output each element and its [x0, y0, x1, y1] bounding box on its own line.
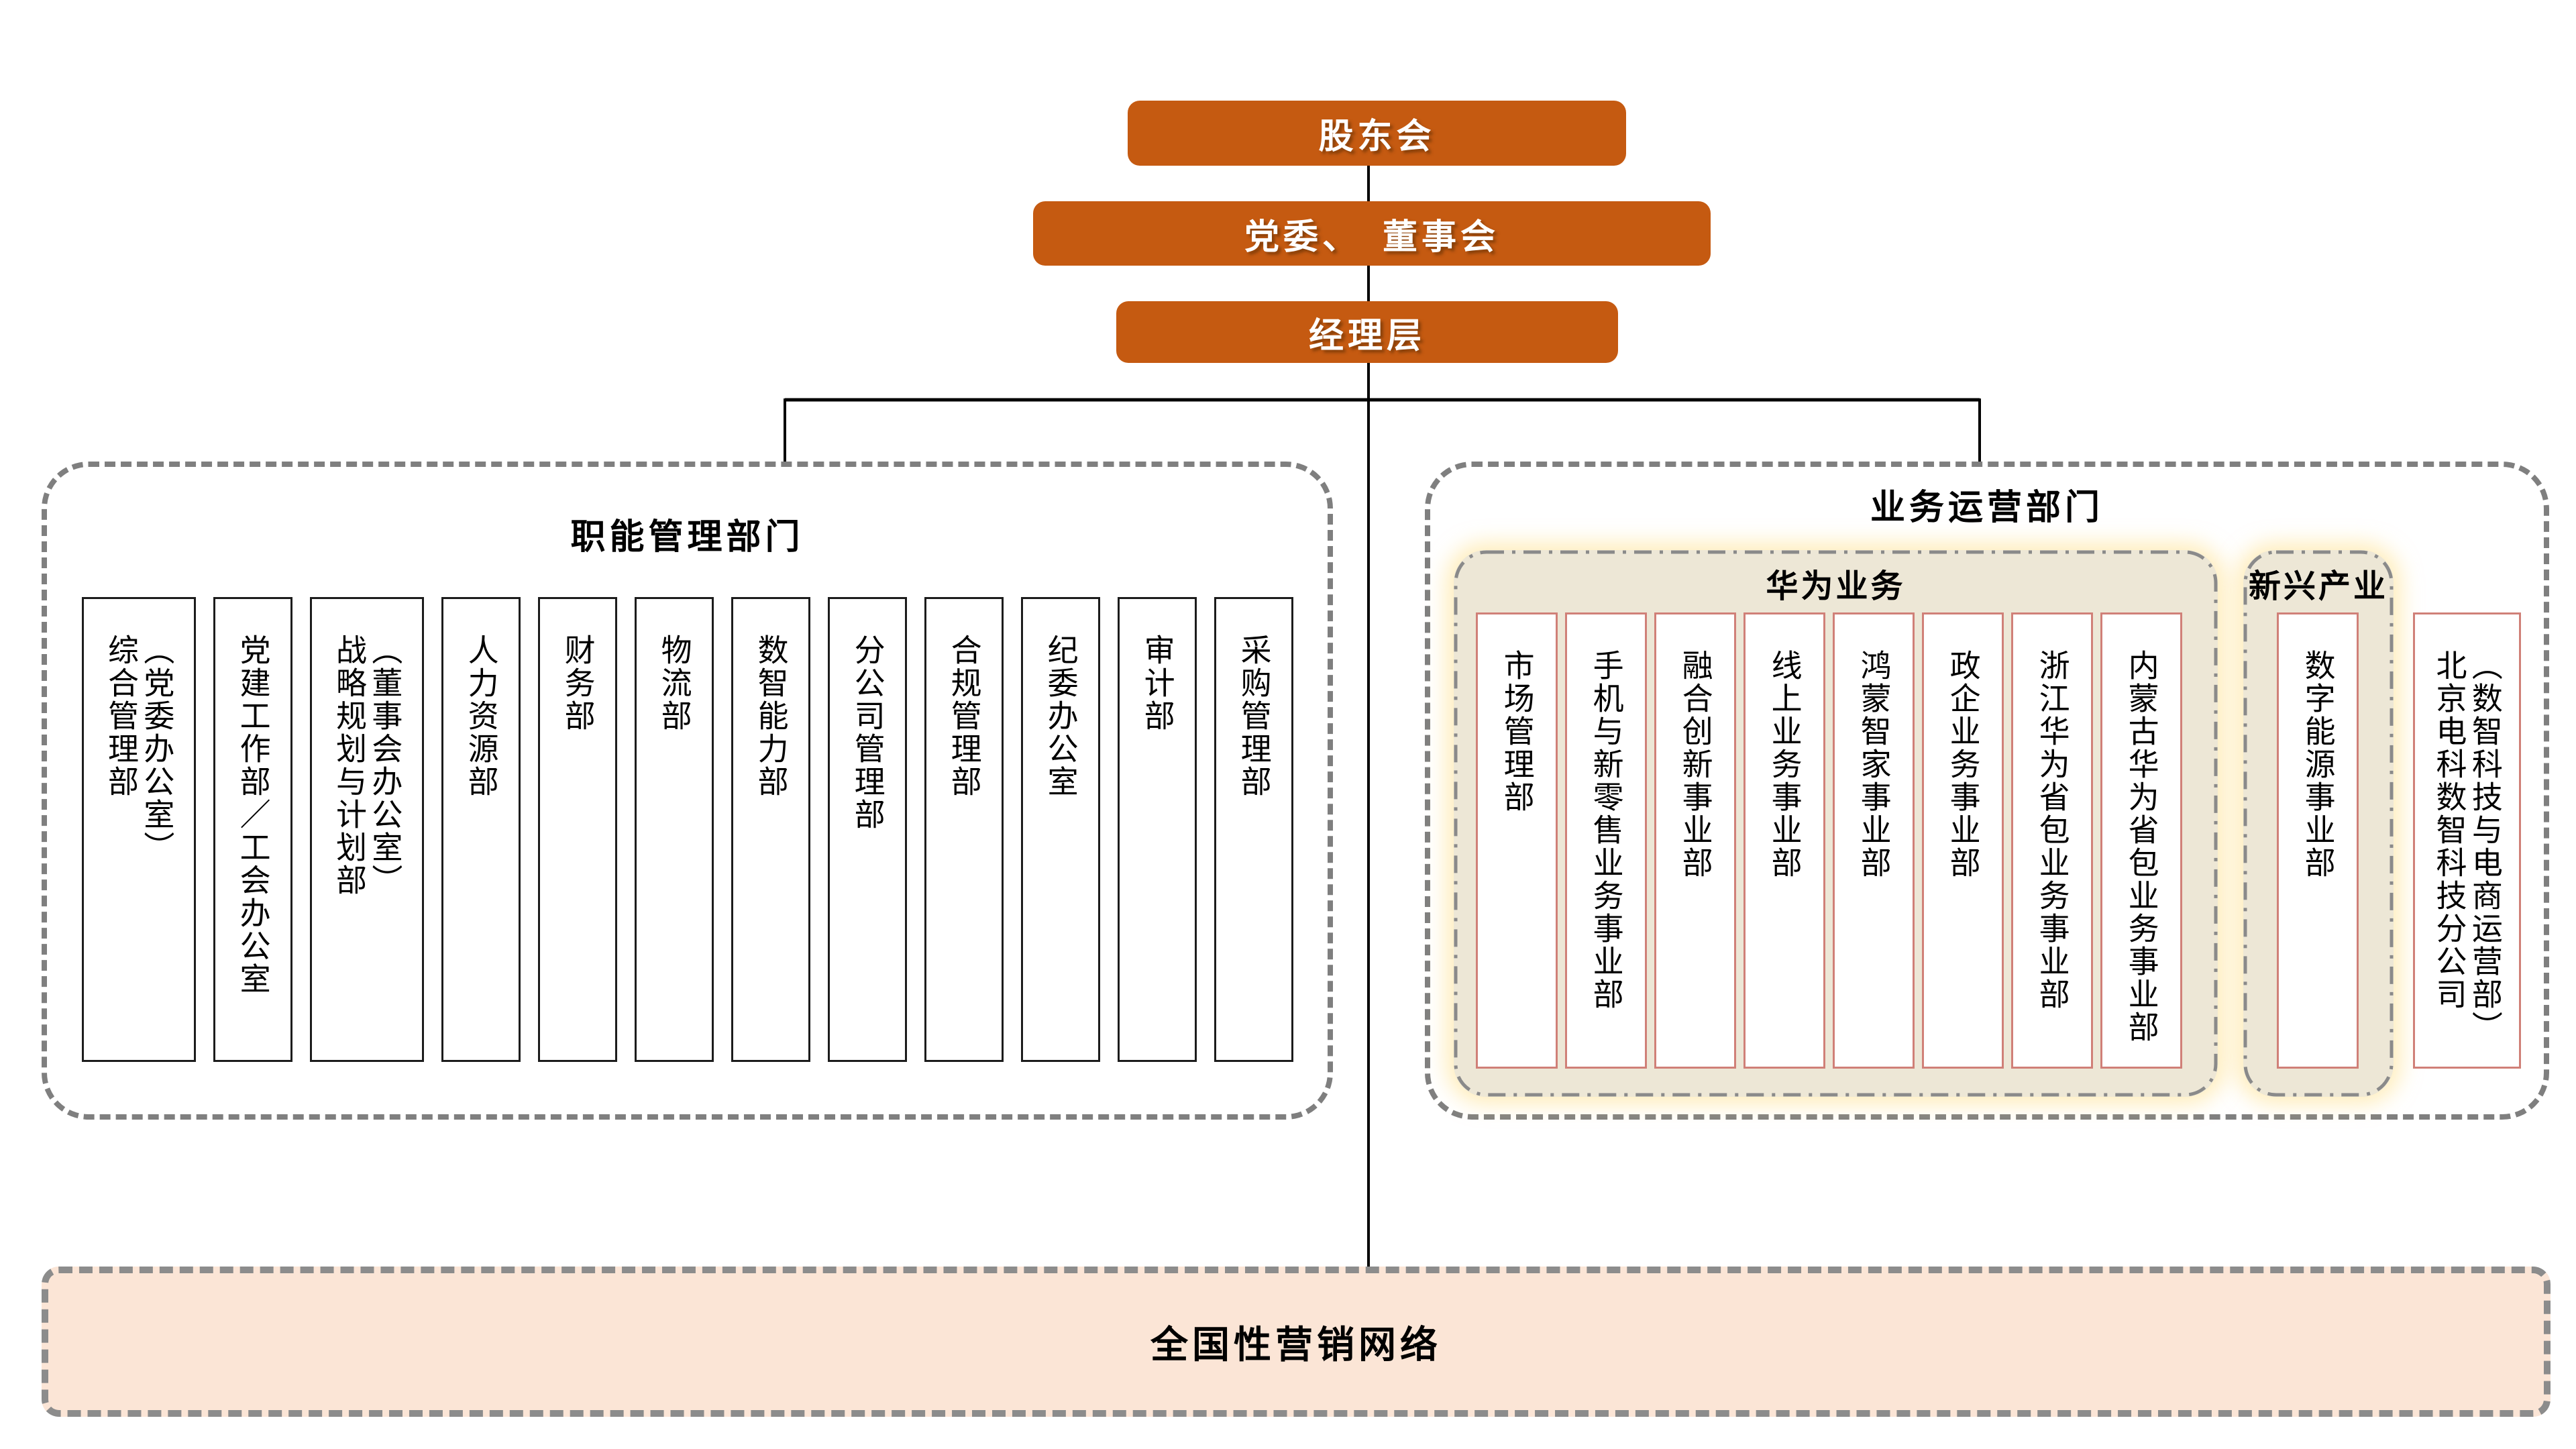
national-marketing-network-label: 全国性营销网络 [1150, 1323, 1442, 1366]
department-label: 鸿蒙智家事业部 [1856, 649, 1892, 879]
huawei-business-title: 华为业务 [1766, 569, 1906, 604]
department-box: 浙江华为省包业务事业部 [2011, 612, 2093, 1069]
department-label: 手机与新零售业务事业部 [1589, 649, 1624, 1011]
department-box: 战略规划与计划部 （董事会办公室） [310, 597, 424, 1062]
department-label: 战略规划与计划部 （董事会办公室） [332, 634, 403, 897]
department-box: 审计部 [1118, 597, 1197, 1062]
department-label: 线上业务事业部 [1767, 649, 1803, 879]
department-box: 数智能力部 [731, 597, 810, 1062]
department-box: 合规管理部 [924, 597, 1004, 1062]
department-box: 融合创新事业部 [1654, 612, 1736, 1069]
party-committee-board-label: 党委、 董事会 [1244, 217, 1499, 257]
department-label: 分公司管理部 [850, 634, 885, 831]
management-level-box: 经理层 [1116, 301, 1618, 363]
functional-management-title: 职能管理部门 [570, 518, 804, 557]
department-label: 财务部 [560, 634, 596, 733]
emerging-department-row: 数字能源事业部 [2277, 612, 2359, 1069]
functional-department-row: 综合管理部 （党委办公室） 党建工作部／工会办公室 战略规划与计划部 （董事会办… [82, 597, 1293, 1062]
department-box: 物流部 [635, 597, 714, 1062]
shareholders-meeting-label: 股东会 [1318, 117, 1436, 156]
department-box: 政企业务事业部 [1922, 612, 2004, 1069]
department-box: 分公司管理部 [828, 597, 907, 1062]
department-label: 内蒙古华为省包业务事业部 [2124, 649, 2159, 1044]
business-operations-title: 业务运营部门 [1870, 488, 2104, 527]
branch-company-box: 北京电科数智科技分公司 （数智科技与电商运营部） [2413, 612, 2521, 1069]
management-level-label: 经理层 [1308, 316, 1426, 356]
department-box: 内蒙古华为省包业务事业部 [2100, 612, 2182, 1069]
department-label: 人力资源部 [464, 634, 499, 798]
department-box: 市场管理部 [1476, 612, 1558, 1069]
department-label: 物流部 [657, 634, 692, 733]
functional-management-panel: 职能管理部门 综合管理部 （党委办公室） 党建工作部／工会办公室 战略规划与计划… [42, 462, 1333, 1120]
branch-company-label: 北京电科数智科技分公司 （数智科技与电商运营部） [2432, 649, 2503, 1044]
department-label: 融合创新事业部 [1678, 649, 1713, 879]
business-operations-panel: 业务运营部门 华为业务 市场管理部 手机与新零售业务事业部 [1425, 462, 2549, 1120]
huawei-department-row: 市场管理部 手机与新零售业务事业部 融合创新事业部 线上业务事业部 [1476, 612, 2182, 1069]
shareholders-meeting-box: 股东会 [1128, 101, 1626, 166]
department-box: 线上业务事业部 [1743, 612, 1825, 1069]
department-label: 数智能力部 [753, 634, 789, 798]
department-label: 采购管理部 [1236, 634, 1272, 798]
department-label: 审计部 [1140, 634, 1175, 733]
department-label: 综合管理部 （党委办公室） [104, 634, 175, 864]
department-box: 手机与新零售业务事业部 [1565, 612, 1647, 1069]
huawei-business-group: 华为业务 市场管理部 手机与新零售业务事业部 融合创新事业部 [1454, 550, 2218, 1097]
department-box: 纪委办公室 [1021, 597, 1100, 1062]
department-box: 采购管理部 [1214, 597, 1293, 1062]
national-marketing-network-banner: 全国性营销网络 [42, 1267, 2551, 1417]
department-label: 市场管理部 [1499, 649, 1535, 814]
emerging-industries-group: 新兴产业 数字能源事业部 [2243, 550, 2394, 1097]
department-label: 合规管理部 [947, 634, 982, 798]
party-committee-board-box: 党委、 董事会 [1033, 201, 1711, 266]
department-box: 综合管理部 （党委办公室） [82, 597, 196, 1062]
department-label: 纪委办公室 [1043, 634, 1079, 798]
department-label: 浙江华为省包业务事业部 [2035, 649, 2070, 1011]
department-box: 鸿蒙智家事业部 [1833, 612, 1915, 1069]
emerging-industries-title: 新兴产业 [2248, 569, 2388, 604]
department-box: 人力资源部 [441, 597, 521, 1062]
department-label: 政企业务事业部 [1945, 649, 1981, 879]
department-label: 数字能源事业部 [2300, 649, 2336, 879]
department-box: 党建工作部／工会办公室 [213, 597, 292, 1062]
department-box: 数字能源事业部 [2277, 612, 2359, 1069]
department-label: 党建工作部／工会办公室 [235, 634, 271, 996]
department-box: 财务部 [538, 597, 617, 1062]
